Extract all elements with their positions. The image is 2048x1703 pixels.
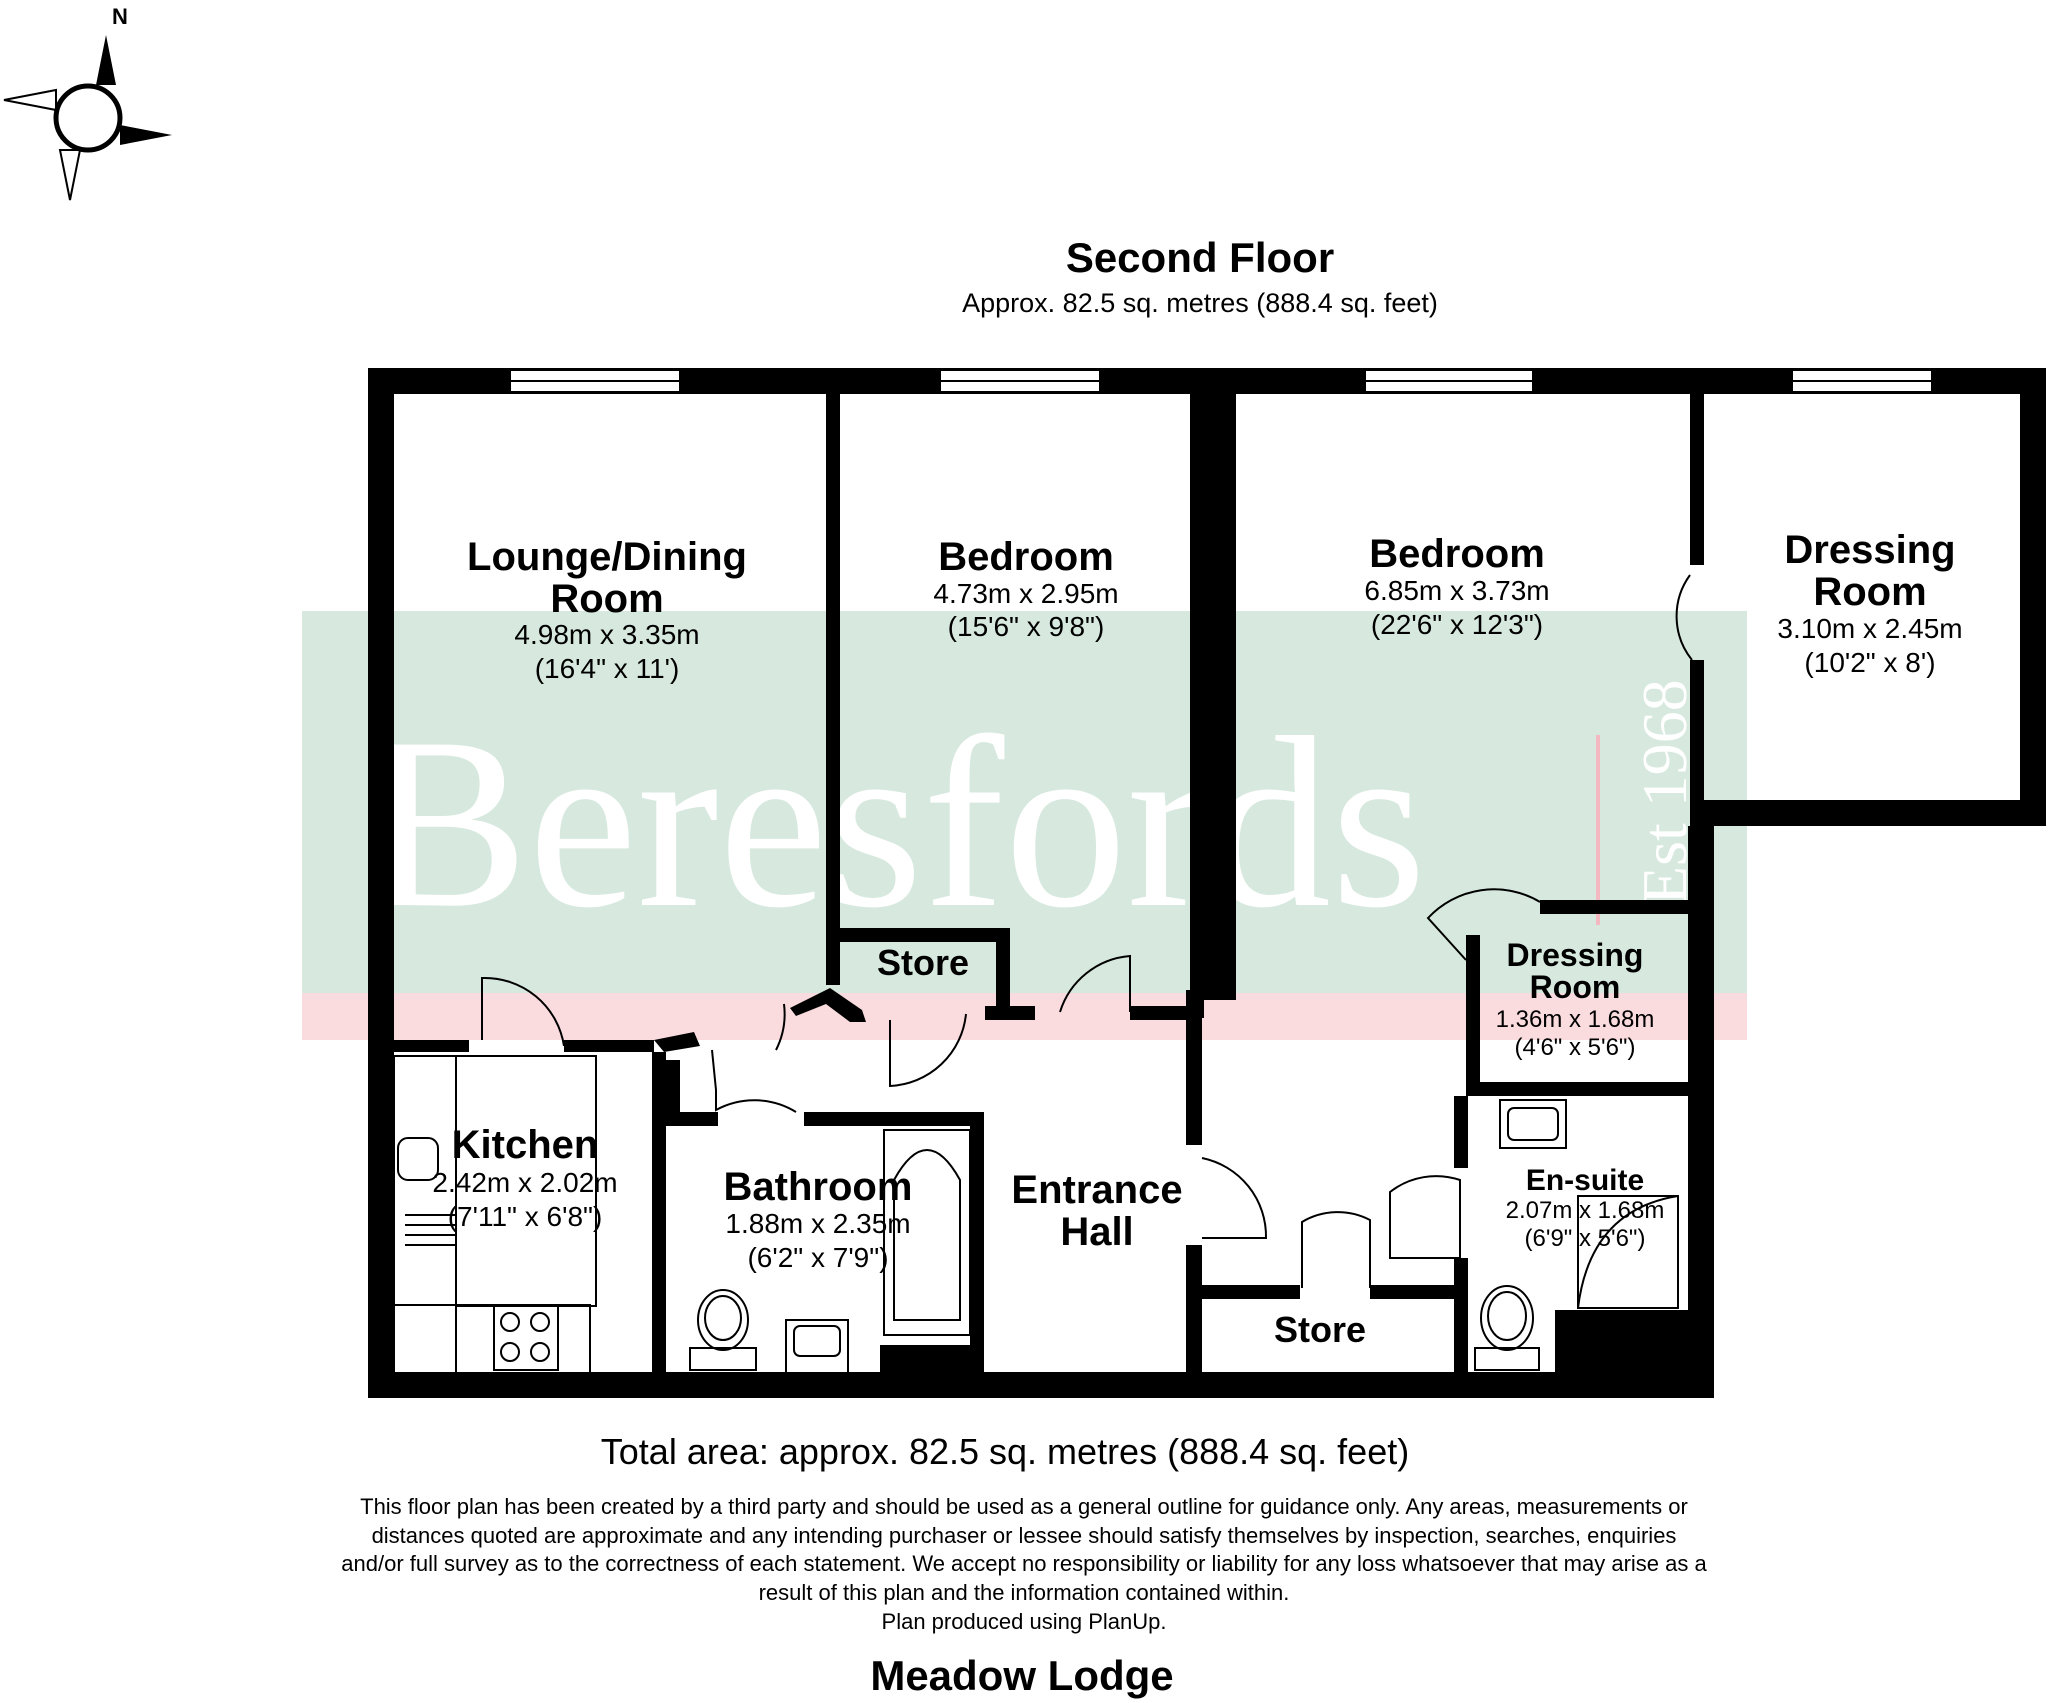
watermark: Beresfords Est 1968 xyxy=(302,611,1747,1040)
room-dressing-1: Dressing Room 3.10m x 2.45m (10'2" x 8') xyxy=(1777,528,1962,678)
room-bathroom: Bathroom 1.88m x 2.35m (6'2" x 7'9") xyxy=(724,1165,913,1273)
room-bedroom-2-name: Bedroom xyxy=(1369,532,1545,576)
room-bedroom-2-metric: 6.85m x 3.73m xyxy=(1364,575,1549,606)
fixtures xyxy=(393,1055,1679,1377)
room-bathroom-imperial: (6'2" x 7'9") xyxy=(747,1242,888,1273)
room-lounge-name-line2: Room xyxy=(550,577,663,621)
room-store-1-name: Store xyxy=(877,942,969,983)
room-bedroom-1: Bedroom 4.73m x 2.95m (15'6" x 9'8") xyxy=(933,535,1118,642)
room-bedroom-2: Bedroom 6.85m x 3.73m (22'6" x 12'3") xyxy=(1364,532,1549,640)
room-bedroom-1-name: Bedroom xyxy=(938,535,1114,579)
room-lounge-metric: 4.98m x 3.35m xyxy=(514,619,699,650)
room-hall-name-line2: Hall xyxy=(1060,1210,1133,1254)
walls xyxy=(368,368,2046,1398)
disclaimer-line-3: and/or full survey as to the correctness… xyxy=(341,1551,1707,1576)
room-dressing-1-name-line1: Dressing xyxy=(1784,528,1955,572)
room-kitchen-metric: 2.42m x 2.02m xyxy=(432,1167,617,1198)
room-entrance-hall: Entrance Hall xyxy=(1011,1168,1182,1254)
disclaimer-line-2: distances quoted are approximate and any… xyxy=(372,1523,1677,1548)
room-dressing-2-name-line1: Dressing xyxy=(1507,937,1644,973)
doors xyxy=(481,574,1693,1288)
room-kitchen-name: Kitchen xyxy=(452,1123,599,1167)
disclaimer-line-1: This floor plan has been created by a th… xyxy=(360,1494,1688,1519)
watermark-band xyxy=(302,611,1747,1001)
plan-produced-by: Plan produced using PlanUp. xyxy=(882,1609,1167,1634)
room-dressing-1-name-line2: Room xyxy=(1813,570,1926,614)
room-kitchen-imperial: (7'11" x 6'8") xyxy=(448,1201,603,1232)
room-store-2-name: Store xyxy=(1274,1309,1366,1350)
room-dressing-2-metric: 1.36m x 1.68m xyxy=(1496,1006,1655,1033)
watermark-brand: Beresfords xyxy=(365,687,1426,958)
room-dressing-1-imperial: (10'2" x 8') xyxy=(1804,647,1935,678)
room-bedroom-1-imperial: (15'6" x 9'8") xyxy=(948,611,1105,642)
room-bedroom-2-imperial: (22'6" x 12'3") xyxy=(1371,609,1543,640)
room-dressing-1-metric: 3.10m x 2.45m xyxy=(1777,613,1962,644)
room-kitchen: Kitchen 2.42m x 2.02m (7'11" x 6'8") xyxy=(432,1123,617,1232)
compass-rose-icon: N xyxy=(3,4,172,201)
disclaimer-line-4: result of this plan and the information … xyxy=(759,1580,1290,1605)
room-ensuite: En-suite 2.07m x 1.68m (6'9" x 5'6") xyxy=(1506,1164,1665,1252)
windows xyxy=(509,369,1933,393)
room-ensuite-metric: 2.07m x 1.68m xyxy=(1506,1197,1665,1224)
room-bedroom-1-metric: 4.73m x 2.95m xyxy=(933,578,1118,609)
room-ensuite-imperial: (6'9" x 5'6") xyxy=(1525,1225,1646,1252)
property-name: Meadow Lodge xyxy=(870,1652,1173,1699)
room-dressing-2-imperial: (4'6" x 5'6") xyxy=(1515,1034,1636,1061)
room-dressing-2-name-line2: Room xyxy=(1530,969,1621,1005)
room-lounge-imperial: (16'4" x 11') xyxy=(535,653,680,684)
room-bathroom-metric: 1.88m x 2.35m xyxy=(725,1208,910,1239)
room-bathroom-name: Bathroom xyxy=(724,1165,913,1209)
total-area: Total area: approx. 82.5 sq. metres (888… xyxy=(601,1431,1409,1472)
floor-title: Second Floor xyxy=(1066,234,1334,281)
room-ensuite-name: En-suite xyxy=(1526,1164,1644,1197)
room-dressing-2: Dressing Room 1.36m x 1.68m (4'6" x 5'6"… xyxy=(1496,937,1655,1061)
room-lounge-name-line1: Lounge/Dining xyxy=(467,535,747,579)
room-lounge: Lounge/Dining Room 4.98m x 3.35m (16'4" … xyxy=(467,535,747,684)
room-hall-name-line1: Entrance xyxy=(1011,1168,1182,1212)
floor-area: Approx. 82.5 sq. metres (888.4 sq. feet) xyxy=(962,288,1438,318)
compass-north-label: N xyxy=(112,4,128,29)
